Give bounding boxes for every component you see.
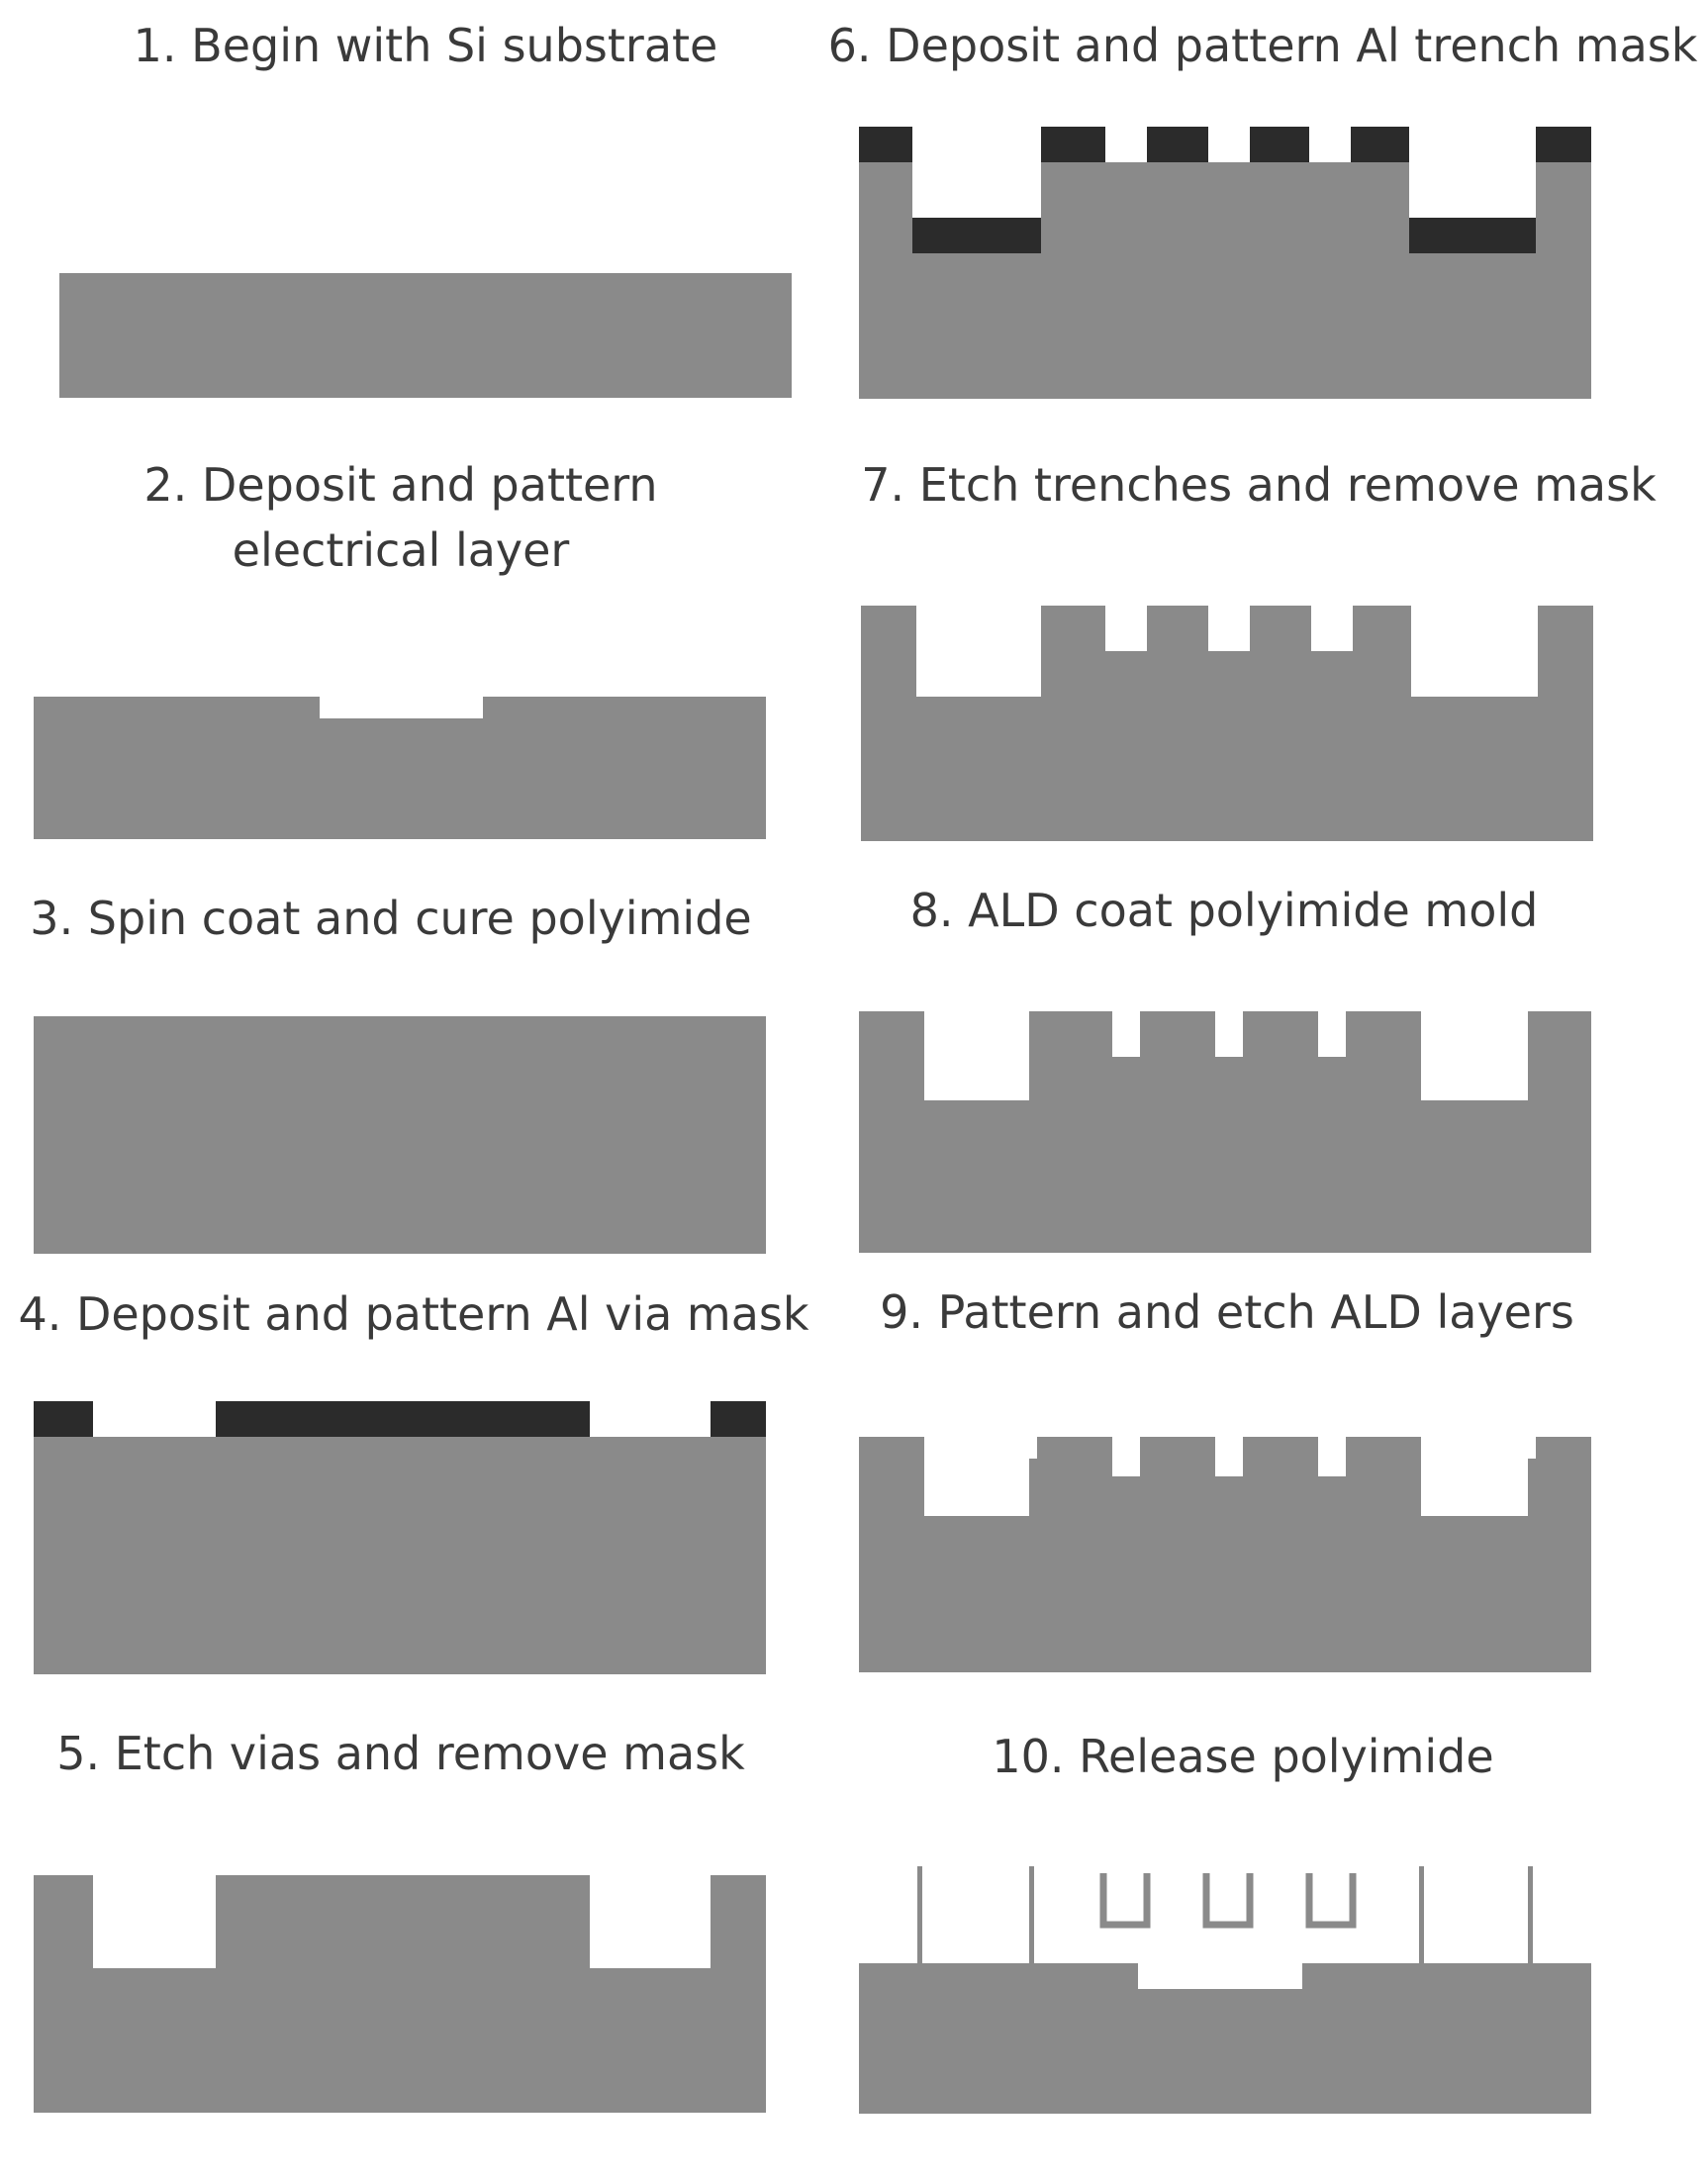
step-1-substrate [59, 273, 792, 398]
step-7-trench-small-1 [1105, 606, 1147, 651]
step-10-wall-2 [1029, 1866, 1034, 1963]
step-9-label: 9. Pattern and etch ALD layers [880, 1285, 1574, 1339]
step-10-wall-1 [917, 1866, 922, 1963]
step-9-trench-right [1421, 1437, 1528, 1516]
step-4-mask-center [216, 1401, 590, 1437]
step-7-trench-small-2 [1208, 606, 1250, 651]
step-6-notch-1 [1105, 127, 1147, 162]
step-7-trench-small-3 [1311, 606, 1353, 651]
step-9-trench-small-1 [1112, 1431, 1140, 1476]
step-8-trench-small-1 [1112, 1011, 1140, 1057]
step-9-trench-small-2 [1215, 1431, 1243, 1476]
step-5-label: 5. Etch vias and remove mask [56, 1727, 745, 1780]
step-6-notch-3 [1309, 127, 1351, 162]
step-6-mask-trench-right [1409, 218, 1536, 253]
step-10-wall-3 [1419, 1866, 1424, 1963]
step-4-mask-right [711, 1401, 766, 1437]
step-2-label-line1: 2. Deposit and pattern [143, 458, 657, 512]
step-6-mask-top-2 [1041, 127, 1105, 162]
step-8-trench-small-3 [1318, 1011, 1346, 1057]
step-6-mask-top-6 [1536, 127, 1591, 162]
step-3-polyimide [34, 1016, 766, 1254]
step-9-gap-left [1029, 1437, 1037, 1459]
step-3-label: 3. Spin coat and cure polyimide [30, 892, 751, 945]
step-6-notch-2 [1208, 127, 1250, 162]
step-1-label: 1. Begin with Si substrate [134, 19, 718, 72]
step-8-trench-left [924, 1011, 1029, 1100]
step-6-mask-top-5 [1351, 127, 1409, 162]
step-7-trench-left [916, 606, 1041, 697]
step-8-label: 8. ALD coat polyimide mold [910, 884, 1539, 937]
step-6-mask-top-4 [1250, 127, 1309, 162]
step-6-trench-right [1409, 127, 1536, 218]
step-6-mask-top-3 [1147, 127, 1208, 162]
step-5-via-right [590, 1875, 711, 1968]
step-8-trench-right [1421, 1011, 1528, 1100]
step-4-label: 4. Deposit and pattern Al via mask [18, 1287, 808, 1341]
step-10-electrical-gap [1138, 1963, 1302, 1989]
step-2-electrical-layer [320, 697, 483, 718]
step-7-label: 7. Etch trenches and remove mask [861, 458, 1657, 512]
step-10-label: 10. Release polyimide [992, 1730, 1493, 1783]
step-9-trench-small-3 [1318, 1431, 1346, 1476]
step-6-mask-top-1 [859, 127, 912, 162]
step-8-trench-small-2 [1215, 1011, 1243, 1057]
step-5-via-left [93, 1875, 216, 1968]
step-4-mask-left [34, 1401, 93, 1437]
step-7-trench-right [1411, 606, 1538, 697]
step-4-polyimide [34, 1437, 766, 1674]
step-9-trench-left [924, 1437, 1029, 1516]
step-6-label: 6. Deposit and pattern Al trench mask [828, 19, 1698, 72]
step-9-gap-right [1528, 1437, 1536, 1459]
step-2-label-line2: electrical layer [233, 523, 570, 577]
step-6-mask-trench-left [912, 218, 1041, 253]
step-10-wall-4 [1528, 1866, 1533, 1963]
step-6-trench-left [912, 127, 1041, 218]
